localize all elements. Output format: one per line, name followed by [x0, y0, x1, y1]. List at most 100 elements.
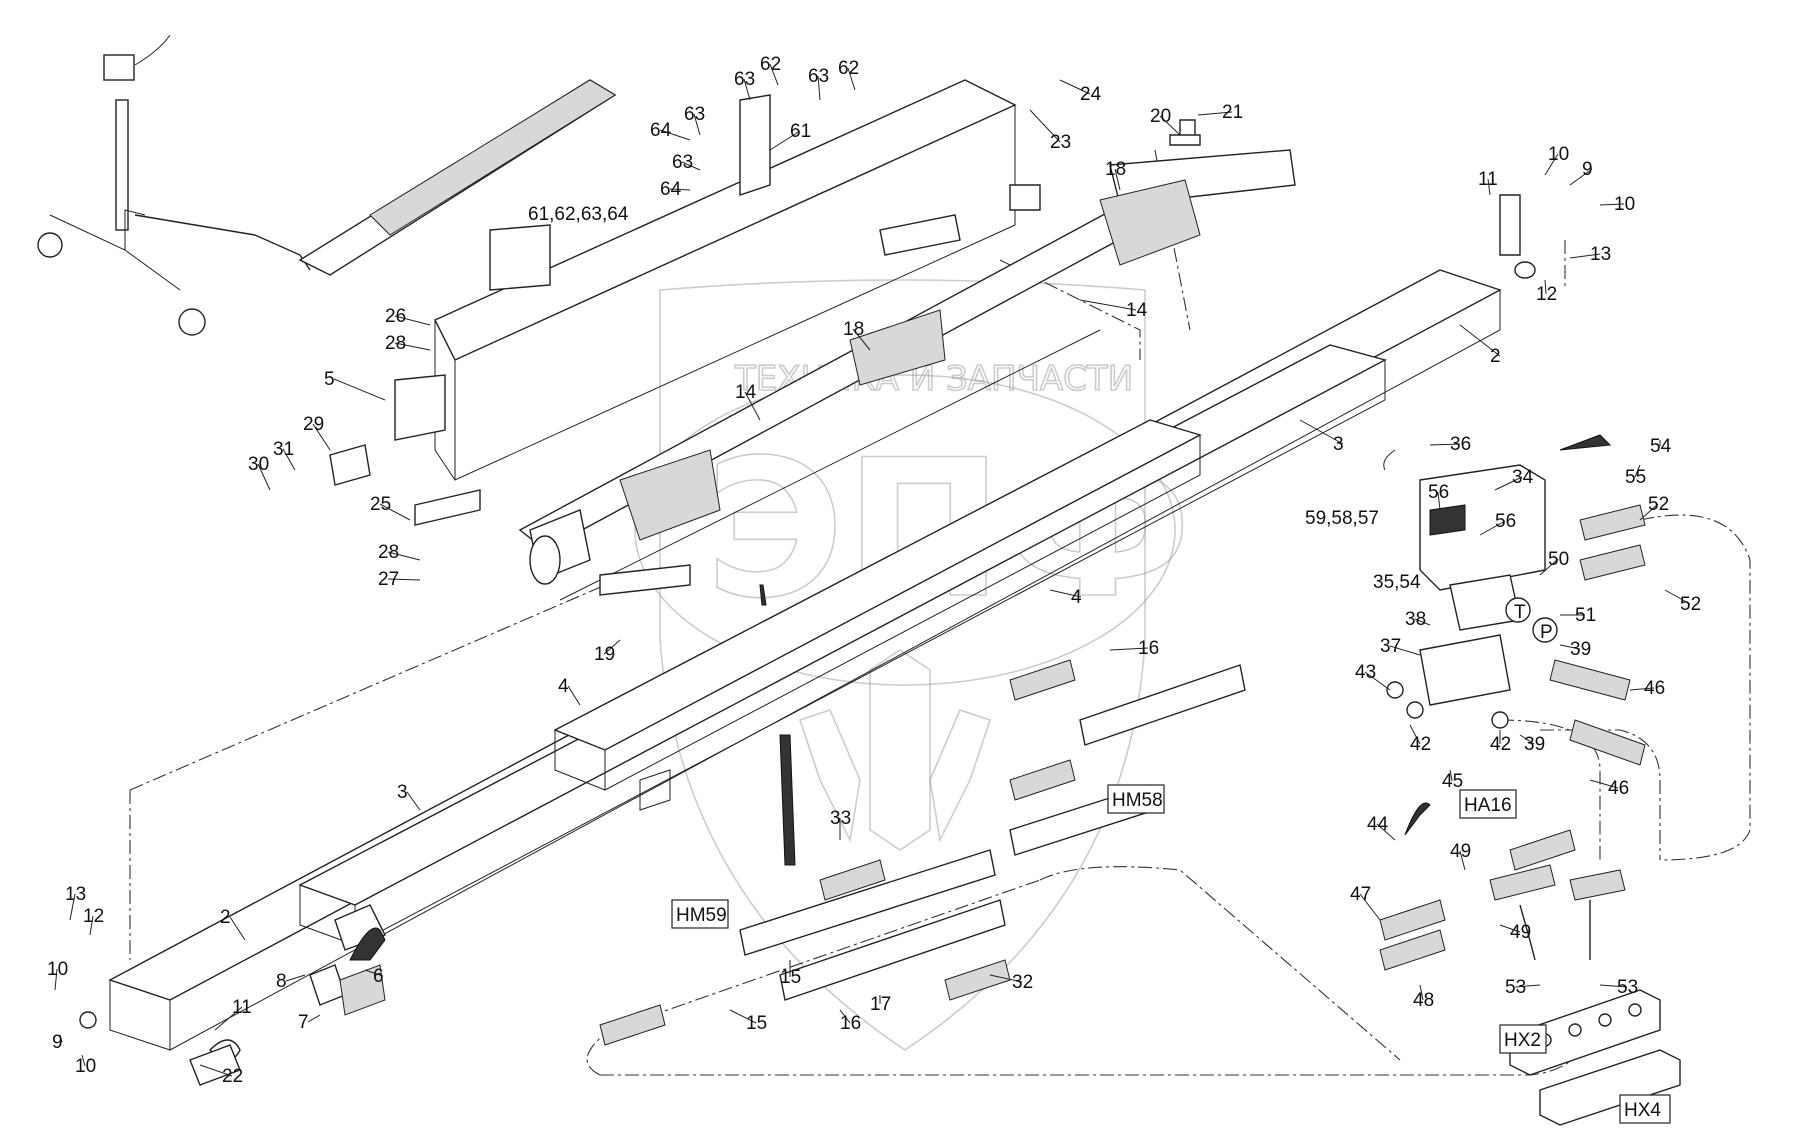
callout-leader	[257, 463, 271, 491]
callout-leader	[567, 685, 581, 706]
callout-leader	[659, 129, 691, 141]
tag-hx4-box	[1619, 1094, 1671, 1124]
callout-56: 56	[1428, 482, 1449, 503]
callout-leader	[285, 974, 306, 982]
callout-33: 33	[830, 808, 851, 829]
callout-53: 53	[1617, 977, 1638, 998]
callout-38: 38	[1405, 609, 1426, 630]
hoses	[599, 504, 1646, 1046]
callout-5: 5	[324, 369, 335, 390]
callout-leader	[681, 161, 701, 171]
callout-16: 16	[840, 1013, 861, 1034]
callout-leader	[1569, 253, 1601, 259]
callout-leader	[81, 1054, 86, 1067]
callout-12: 12	[1536, 284, 1557, 305]
tag-hx4: HX4	[1624, 1100, 1661, 1121]
callout-34: 34	[1512, 467, 1534, 488]
callout-leader	[1059, 79, 1091, 95]
callout-2: 2	[220, 907, 231, 928]
callout-15: 15	[746, 1013, 767, 1034]
callout-leader	[1634, 464, 1641, 478]
callout-leader	[1079, 299, 1137, 311]
callout-leader	[1429, 443, 1461, 446]
callout-leader	[603, 639, 621, 655]
callout-35-54: 35,54	[1373, 572, 1421, 593]
callout-leader	[1389, 645, 1421, 656]
callout-leader	[364, 969, 384, 977]
callout-10: 10	[75, 1056, 96, 1077]
callout-21: 21	[1222, 102, 1243, 123]
callout-leader	[307, 1014, 321, 1023]
callout-2: 2	[1490, 346, 1501, 367]
callout-28: 28	[378, 542, 399, 563]
tag-ha16-box	[1459, 789, 1517, 819]
callout-39: 39	[1524, 734, 1545, 755]
callout-leader	[1599, 203, 1625, 206]
callout-47: 47	[1350, 884, 1371, 905]
callout-11: 11	[232, 997, 252, 1018]
callout-14: 14	[735, 382, 757, 403]
callout-53: 53	[1505, 977, 1526, 998]
callout-24: 24	[1080, 84, 1102, 105]
callout-62: 62	[760, 54, 781, 75]
callout-leader	[1664, 589, 1691, 605]
callout-leader	[406, 791, 421, 811]
small-parts	[79, 94, 1536, 1086]
callout-leader	[1559, 644, 1581, 650]
callout-10: 10	[1548, 144, 1569, 165]
callout-63: 63	[672, 152, 693, 173]
callout-43: 43	[1355, 662, 1376, 683]
callout-50: 50	[1548, 549, 1569, 570]
callout-leader	[312, 423, 331, 451]
callout-leader	[1494, 476, 1523, 491]
callout-leader	[69, 893, 76, 921]
callout-leader	[729, 1009, 757, 1024]
callout-42: 42	[1490, 734, 1511, 755]
callout-61: 61	[790, 121, 811, 142]
callout-9: 9	[1582, 159, 1593, 180]
callout-9: 9	[52, 1032, 63, 1053]
callout-leader	[989, 974, 1023, 983]
callout-64: 64	[660, 179, 682, 200]
tag-hm58: HM58	[1112, 790, 1163, 811]
callout-15: 15	[780, 967, 801, 988]
callout-leader	[1449, 769, 1453, 782]
callout-19: 19	[594, 644, 615, 665]
callout-46: 46	[1608, 778, 1629, 799]
callout-leader	[1459, 850, 1466, 871]
callout-48: 48	[1413, 990, 1434, 1011]
callout-leader	[769, 63, 779, 86]
callout-leader	[1499, 924, 1521, 933]
callout-leader	[1459, 324, 1501, 357]
callout-leader	[1197, 111, 1233, 116]
callout-13: 13	[1590, 244, 1611, 265]
callout-8: 8	[276, 971, 287, 992]
callout-leader	[744, 391, 761, 421]
callout-63: 63	[684, 104, 705, 125]
callout-leader	[1599, 984, 1628, 988]
callout-leader	[1437, 491, 1441, 511]
callout-28: 28	[385, 333, 406, 354]
tag-boxes: HM58 HM59 HA16 HX2 HX4	[671, 784, 1671, 1124]
callout-10: 10	[1614, 194, 1635, 215]
callout-62: 62	[838, 58, 859, 79]
callout-leader	[229, 916, 246, 941]
callout-42: 42	[1410, 734, 1431, 755]
callout-59-58-57: 59,58,57	[1305, 508, 1379, 529]
callout-leader	[1519, 734, 1535, 745]
callout-52: 52	[1648, 494, 1669, 515]
callout-leader	[1376, 823, 1396, 841]
callout-leader	[839, 1009, 851, 1024]
callout-leader	[54, 968, 58, 991]
callout-leader	[1629, 687, 1655, 691]
callout-7: 7	[298, 1012, 309, 1033]
callout-17: 17	[870, 994, 891, 1015]
callout-leader	[1544, 153, 1559, 176]
callout-leader	[1029, 109, 1061, 143]
valve-block	[1383, 449, 1558, 729]
callout-61-62-63-64: 61,62,63,64	[528, 204, 629, 225]
callout-23: 23	[1050, 132, 1071, 153]
callout-4: 4	[558, 676, 569, 697]
callout-55: 55	[1625, 467, 1646, 488]
callout-leader	[387, 551, 421, 561]
